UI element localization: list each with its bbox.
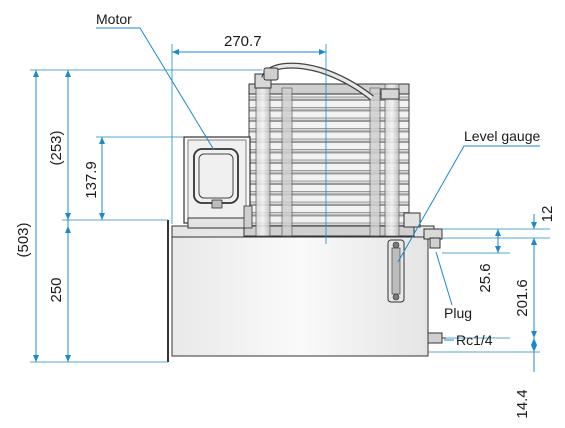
dim-plug-offset: 25.6 (477, 263, 494, 292)
plug-fitting (429, 237, 441, 249)
header-right (384, 83, 400, 237)
label-plug: Plug (444, 305, 472, 321)
leader-level-gauge (397, 145, 540, 263)
label-level-gauge: Level gauge (464, 128, 541, 144)
outlet-fitting (380, 88, 400, 100)
dim-port-bottom: 14.4 (514, 389, 531, 418)
dimension-lines (30, 27, 550, 372)
leader-motor (96, 27, 215, 151)
fin-stack (248, 91, 410, 237)
callout-labels: Motor Level gauge Plug Rc1/4 (96, 11, 541, 348)
gauge-window (391, 247, 401, 295)
dimension-labels: 270.7 (503) (253) 137.9 250 12 25.6 201.… (15, 33, 556, 419)
dim-flange: 12 (539, 206, 556, 223)
tank-body (171, 235, 429, 357)
label-rc: Rc1/4 (456, 332, 493, 348)
header-mid-1 (281, 87, 293, 237)
dim-motor-height: 137.9 (83, 161, 100, 199)
level-gauge (387, 239, 405, 303)
header-left (255, 83, 271, 237)
dim-upper-height: (253) (48, 130, 65, 165)
drain-port (427, 332, 443, 344)
motor (183, 136, 253, 229)
dim-port-height: 201.6 (514, 279, 531, 317)
radiator-top (248, 83, 410, 95)
leader-plug (435, 251, 453, 306)
dim-width-top: 270.7 (224, 33, 262, 50)
radiator-bracket (403, 212, 421, 228)
header-mid-2 (369, 87, 381, 237)
radiator (243, 62, 421, 237)
hose-elbow (263, 67, 279, 81)
radiator-base (243, 225, 415, 237)
motor-foot (187, 217, 247, 229)
label-motor: Motor (96, 11, 132, 27)
gauge-bolt-bottom (392, 293, 400, 301)
dim-tank-height: 250 (48, 277, 65, 302)
gauge-bolt-top (392, 241, 400, 249)
dim-overall-height: (503) (15, 222, 32, 257)
